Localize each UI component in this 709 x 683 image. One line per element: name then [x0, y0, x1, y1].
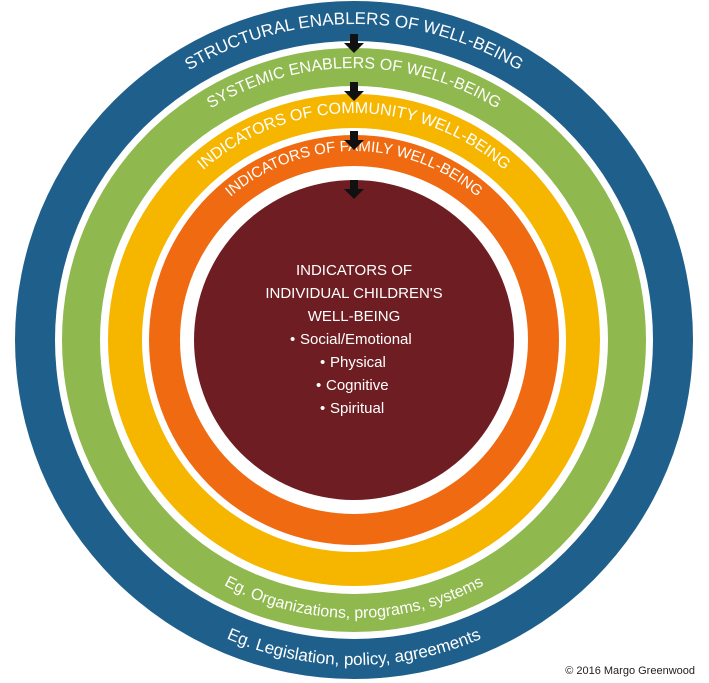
center-title-line: WELL-BEING [308, 308, 401, 325]
center-circle [194, 180, 514, 500]
svg-text:•: • [316, 377, 321, 394]
svg-text:•: • [290, 331, 295, 348]
copyright-text: © 2016 Margo Greenwood [565, 665, 695, 677]
bullet-item: Cognitive [326, 377, 389, 394]
bullet-item: Spiritual [330, 400, 384, 417]
center-title-line: INDIVIDUAL CHILDREN'S [265, 285, 442, 302]
arrow-down-icon [344, 82, 364, 101]
arrow-down-icon [344, 34, 364, 53]
svg-text:•: • [320, 354, 325, 371]
center-title-line: INDICATORS OF [296, 262, 412, 279]
arrow-down-icon [344, 131, 364, 150]
bullet-item: Social/Emotional [300, 331, 412, 348]
svg-text:•: • [320, 400, 325, 417]
arrow-down-icon [344, 180, 364, 199]
bullet-item: Physical [330, 354, 386, 371]
